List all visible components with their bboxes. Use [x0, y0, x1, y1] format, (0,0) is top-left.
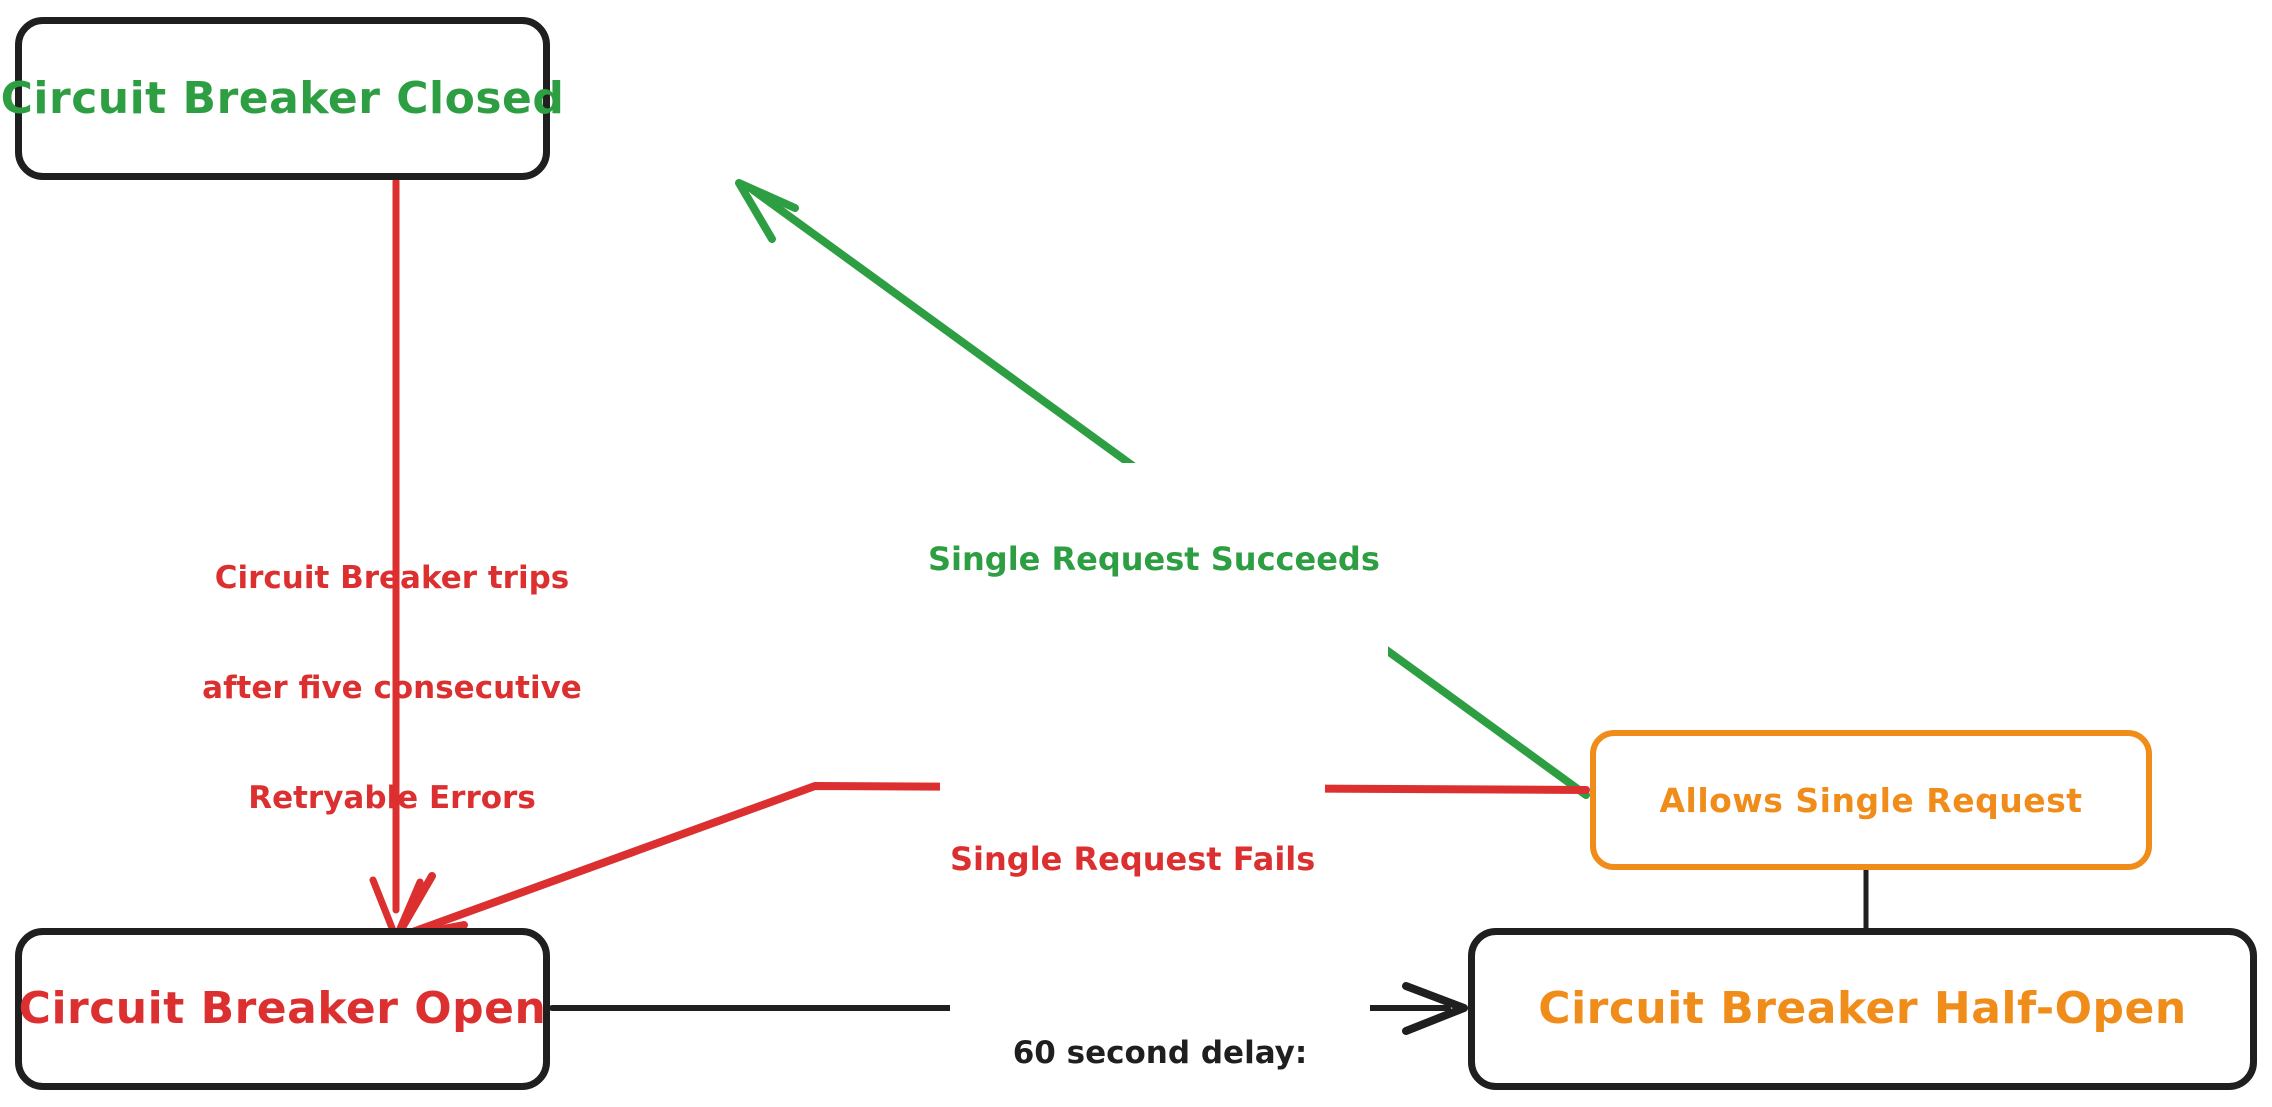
edge-label-single-request-succeeds: Single Request Succeeds: [920, 463, 1388, 656]
edge-label-succeeds-line-1: Single Request Succeeds: [928, 539, 1380, 578]
edge-label-trips-line-3: Retryable Errors: [248, 779, 536, 816]
arrowhead-open-to-half-open-icon: [1402, 982, 1468, 1035]
node-allows-single-request-label: Allows Single Request: [1659, 780, 2083, 820]
node-allows-single-request[interactable]: Allows Single Request: [1590, 730, 2152, 870]
arrowhead-allows-to-closed-icon: [735, 179, 799, 243]
node-circuit-breaker-closed-label: Circuit Breaker Closed: [0, 72, 565, 124]
edge-label-circuit-breaker-trips: Circuit Breaker trips after five consecu…: [182, 487, 602, 889]
node-circuit-breaker-half-open[interactable]: Circuit Breaker Half-Open: [1468, 928, 2257, 1090]
node-circuit-breaker-closed[interactable]: Circuit Breaker Closed: [1, 17, 564, 180]
edge-allows-to-open-line: [392, 782, 1590, 942]
edge-label-delay-line-1: 60 second delay:: [1012, 1035, 1308, 1072]
edge-label-trips-line-2: after five consecutive: [202, 669, 582, 706]
edge-label-single-request-fails: Single Request Fails: [940, 763, 1326, 956]
edge-label-trips-line-1: Circuit Breaker trips: [214, 560, 570, 597]
node-circuit-breaker-open-label: Circuit Breaker Open: [18, 983, 547, 1034]
edge-label-sixty-second-delay: 60 second delay: No requests allowed: [950, 962, 1370, 1107]
edge-label-fails-line-1: Single Request Fails: [950, 839, 1316, 878]
node-circuit-breaker-open[interactable]: Circuit Breaker Open: [15, 928, 550, 1090]
node-circuit-breaker-half-open-label: Circuit Breaker Half-Open: [1538, 983, 2187, 1034]
